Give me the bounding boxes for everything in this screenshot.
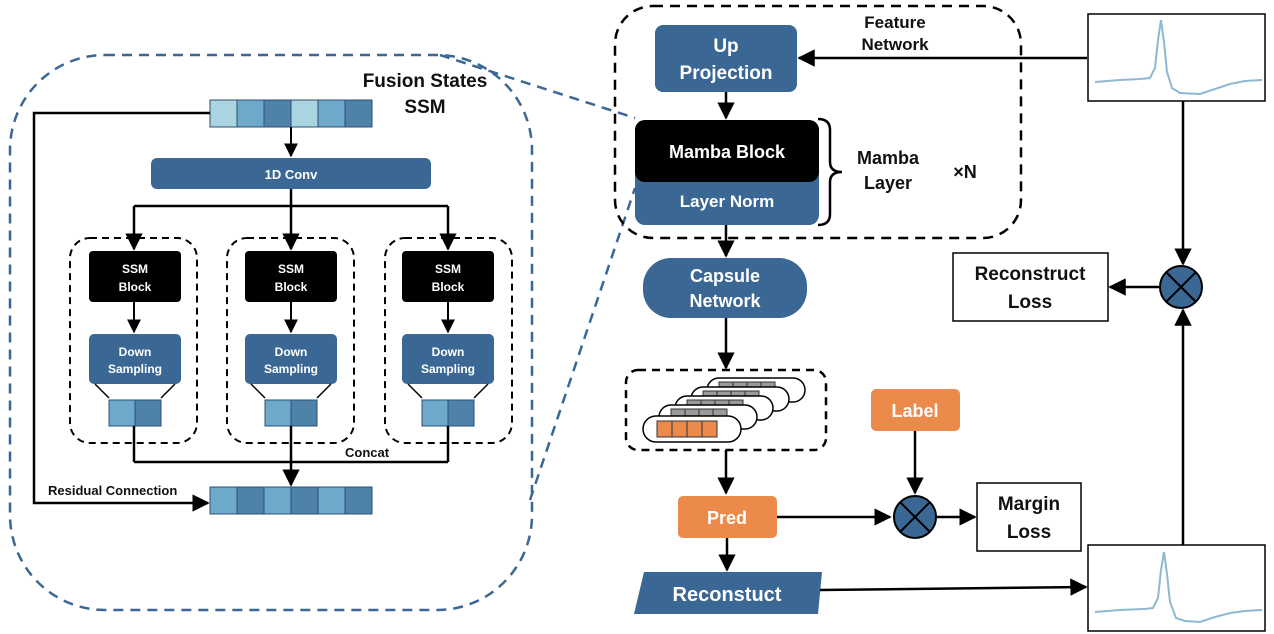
capsule-network-label-1: Capsule — [690, 266, 760, 286]
ssm-block-1-label-2: Block — [119, 280, 152, 294]
down-sampling-3 — [402, 334, 494, 384]
zoom-line-bottom — [528, 187, 637, 501]
repeat-n-label: ×N — [953, 162, 977, 182]
pred-label: Pred — [707, 508, 747, 528]
mamba-layer-label-2: Layer — [864, 173, 912, 193]
residual-connection-line — [32, 111, 210, 512]
reconstruct-multiply-icon — [1159, 265, 1203, 309]
branch-2: SSM Block Down Sampling — [226, 237, 355, 444]
feature-network-label-2: Network — [861, 35, 929, 54]
reconstruct-loss-label-1: Reconstruct — [975, 264, 1087, 285]
ssm-block-3-label-2: Block — [432, 280, 465, 294]
up-projection-label-1: Up — [713, 36, 738, 57]
fusion-ssm-zoom-border — [8, 53, 534, 612]
mamba-layer-brace — [817, 117, 843, 227]
feature-network-label-1: Feature — [864, 13, 925, 32]
ssm-block-1 — [89, 251, 181, 302]
mamba-block-label: Mamba Block — [669, 142, 786, 162]
margin-loss-box — [976, 482, 1082, 552]
down-sampling-2 — [245, 334, 337, 384]
mamba-layer-label-1: Mamba — [857, 148, 920, 168]
conv-1d-label: 1D Conv — [265, 167, 319, 182]
up-projection-block — [655, 25, 797, 92]
down-sampling-3-label-2: Sampling — [421, 362, 475, 376]
capsule-stack — [642, 377, 806, 443]
ssm-block-2 — [245, 251, 337, 302]
conv-1d-block — [151, 158, 431, 189]
reconstruct-label: Reconstuct — [673, 584, 782, 606]
capsule-network-block — [643, 258, 807, 318]
reconstruct-block — [634, 572, 822, 614]
zoom-line-top — [439, 53, 636, 120]
ssm-block-3 — [402, 251, 494, 302]
fusion-ssm-title-1: Fusion States — [363, 71, 488, 92]
margin-loss-label-1: Margin — [998, 494, 1060, 515]
pred-block — [678, 496, 777, 538]
fusion-ssm-title-2: SSM — [404, 97, 445, 118]
output-token-strip — [209, 486, 373, 515]
ssm-block-3-label-1: SSM — [435, 262, 461, 276]
mamba-layer-container — [613, 4, 1023, 240]
margin-loss-label-2: Loss — [1007, 522, 1051, 543]
concat-label: Concat — [345, 445, 390, 460]
residual-connection-label: Residual Connection — [48, 483, 177, 498]
layer-norm-label: Layer Norm — [680, 192, 774, 211]
up-projection-label-2: Projection — [680, 63, 773, 84]
down-sampling-1-label-1: Down — [119, 345, 152, 359]
down-sampling-1-label-2: Sampling — [108, 362, 162, 376]
input-token-strip — [209, 99, 373, 128]
capsule-network-label-2: Network — [689, 291, 761, 311]
down-sampling-1 — [89, 334, 181, 384]
down-sampling-2-label-2: Sampling — [264, 362, 318, 376]
ssm-block-2-label-1: SSM — [278, 262, 304, 276]
mamba-block — [635, 120, 819, 182]
input-ecg-signal — [1087, 13, 1266, 102]
ssm-block-1-label-1: SSM — [122, 262, 148, 276]
branch-3: SSM Block Down Sampling — [384, 237, 513, 444]
reconstruct-loss-label-2: Loss — [1008, 292, 1052, 313]
label-block — [871, 389, 960, 431]
ssm-block-2-label-2: Block — [275, 280, 308, 294]
label-text: Label — [891, 401, 938, 421]
margin-multiply-icon — [893, 495, 937, 539]
down-sampling-3-label-1: Down — [432, 345, 465, 359]
output-ecg-signal — [1087, 544, 1266, 632]
down-sampling-2-label-1: Down — [275, 345, 308, 359]
reconstruct-loss-box — [952, 252, 1109, 322]
branch-1: SSM Block Down Sampling — [69, 237, 198, 444]
